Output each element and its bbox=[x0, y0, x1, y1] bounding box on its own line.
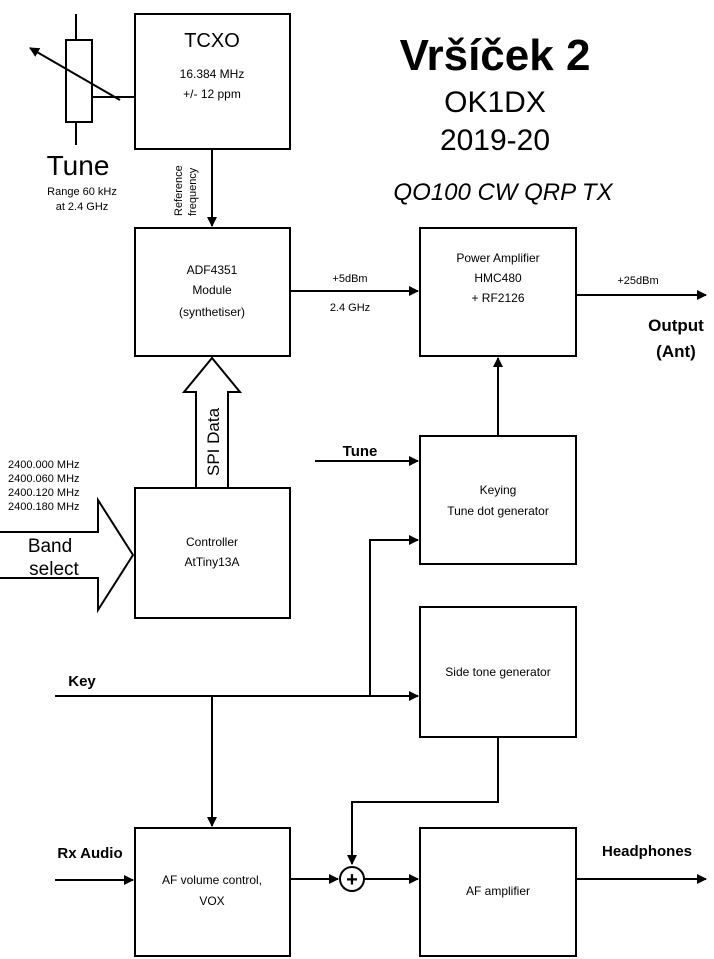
power-amplifier-block bbox=[419, 227, 577, 357]
level-in-label: +5dBm bbox=[332, 273, 367, 285]
band-freq-2: 2400.060 MHz bbox=[8, 473, 80, 485]
afvol-line2: VOX bbox=[199, 894, 224, 908]
tune-range-line1: Range 60 kHz bbox=[47, 186, 117, 198]
key-to-keying-line bbox=[369, 535, 419, 696]
controller-line2: AtTiny13A bbox=[185, 555, 240, 569]
pa-line3: + RF2126 bbox=[471, 291, 524, 305]
key-label: Key bbox=[68, 673, 96, 690]
controller-block bbox=[134, 487, 291, 619]
output-label-line2: (Ant) bbox=[656, 342, 696, 361]
title-years: 2019-20 bbox=[440, 124, 550, 157]
afamp-line1: AF amplifier bbox=[466, 884, 530, 898]
af-volume-control-block bbox=[134, 827, 291, 957]
headphones-label: Headphones bbox=[602, 843, 692, 860]
tcxo-tolerance: +/- 12 ppm bbox=[183, 87, 241, 101]
afvol-line1: AF volume control, bbox=[162, 873, 262, 887]
spi-data-arrow bbox=[181, 356, 243, 489]
reference-label-line2: frequency bbox=[187, 167, 199, 216]
adf-line3: (synthetiser) bbox=[179, 305, 245, 319]
adf4351-block bbox=[134, 227, 291, 357]
summing-junction-symbol: + bbox=[346, 869, 358, 891]
tune-potentiometer bbox=[29, 14, 135, 145]
keying-block bbox=[419, 435, 577, 565]
af-amplifier-block bbox=[419, 827, 577, 957]
band-select-arrow bbox=[0, 496, 135, 614]
spi-data-label: SPI Data bbox=[204, 407, 223, 476]
side-tone-generator-block bbox=[419, 606, 577, 738]
adf-line2: Module bbox=[192, 283, 232, 297]
pa-line1: Power Amplifier bbox=[456, 251, 539, 265]
keying-line2: Tune dot generator bbox=[447, 504, 549, 518]
sidetone-to-summer-line bbox=[347, 737, 499, 865]
potentiometer-arrow bbox=[29, 47, 121, 101]
controller-line1: Controller bbox=[186, 535, 238, 549]
title-callsign: OK1DX bbox=[444, 86, 546, 119]
band-freq-1: 2400.000 MHz bbox=[8, 459, 80, 471]
sidetone-line1: Side tone generator bbox=[445, 665, 550, 679]
output-label-line1: Output bbox=[648, 316, 704, 335]
tune-input-label: Tune bbox=[343, 443, 378, 460]
title-name: Vršíček 2 bbox=[400, 31, 591, 80]
band-select-line1: Band bbox=[28, 536, 72, 557]
level-out-label: +25dBm bbox=[617, 275, 658, 287]
keying-line1: Keying bbox=[480, 483, 517, 497]
pa-line2: HMC480 bbox=[474, 271, 522, 285]
rx-audio-label: Rx Audio bbox=[57, 845, 122, 862]
tune-pot-label: Tune bbox=[47, 150, 110, 181]
tcxo-frequency: 16.384 MHz bbox=[180, 67, 245, 81]
band-select-line2: select bbox=[29, 559, 79, 580]
tcxo-title: TCXO bbox=[184, 30, 240, 52]
band-freq-4: 2400.180 MHz bbox=[8, 501, 80, 513]
title-subtitle: QO100 CW QRP TX bbox=[393, 179, 613, 206]
freq-label: 2.4 GHz bbox=[330, 302, 370, 314]
reference-label-line1: Reference bbox=[173, 165, 185, 216]
band-freq-3: 2400.120 MHz bbox=[8, 487, 80, 499]
tune-range-line2: at 2.4 GHz bbox=[56, 201, 109, 213]
adf-line1: ADF4351 bbox=[187, 263, 238, 277]
